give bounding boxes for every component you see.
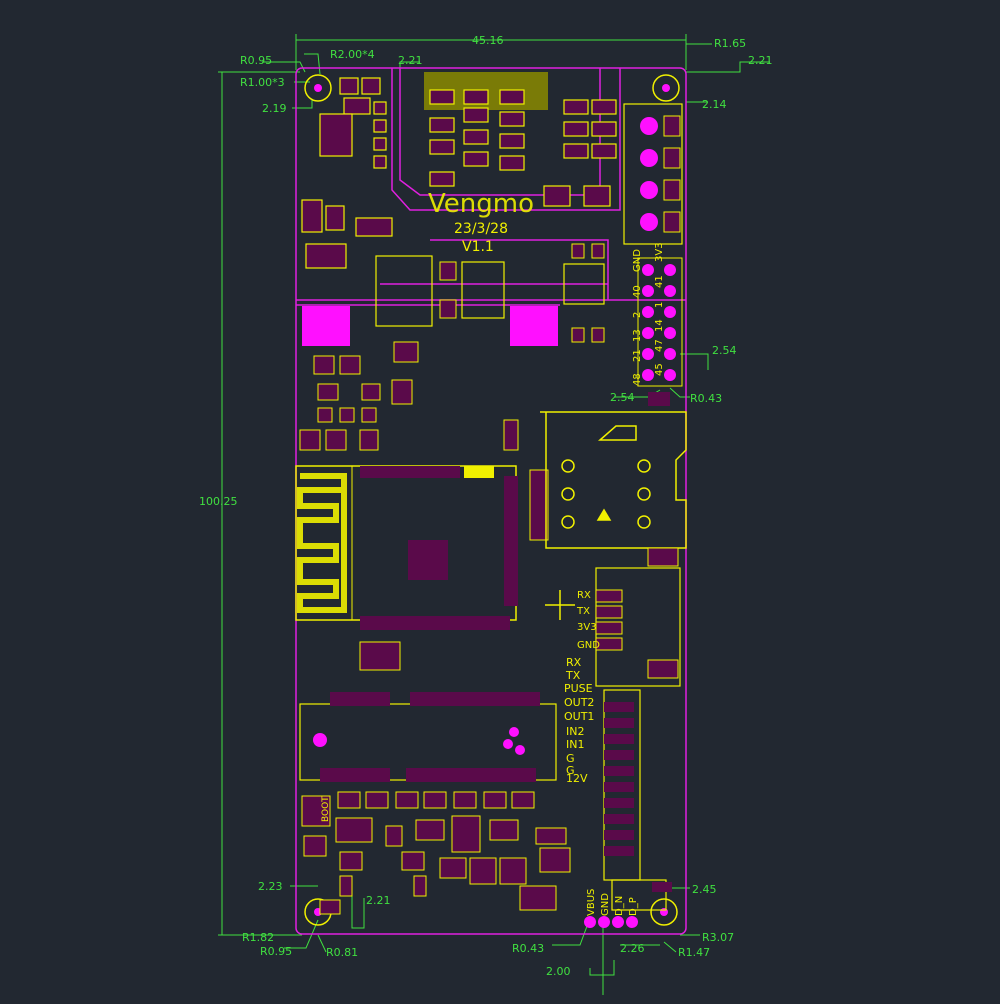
top-area: Vengmo 23/3/28 V1.1 — [424, 72, 617, 255]
conn-label-3: OUT2 — [564, 696, 594, 709]
hdr-label-b2: 1 — [654, 302, 665, 308]
dim-bl-pad: 2.21 — [366, 894, 391, 907]
dim-usb-drill: R0.43 — [512, 942, 544, 955]
conn-label-5: IN2 — [566, 725, 584, 738]
dim-br-pad: 2.26 — [620, 942, 645, 955]
dim-tl-side: 2.19 — [262, 102, 287, 115]
top-left-components — [301, 77, 393, 269]
dim-tr-top: 2.21 — [748, 54, 773, 67]
conn-label-7: G — [566, 752, 575, 765]
hdr-label-b3: 14 — [654, 319, 665, 332]
uart-label-0: RX — [577, 590, 591, 601]
conn-label-9: 12V — [566, 772, 588, 785]
hdr-label-b0: 3V3 — [654, 242, 665, 262]
uart-section: RX TX 3V3 GND — [545, 547, 681, 687]
dim-header-drill: R0.43 — [690, 392, 722, 405]
dim-r-mount-b: R1.00*3 — [240, 76, 285, 89]
hdr-label-5: 48 — [632, 373, 643, 386]
hdr-label-3: 13 — [632, 329, 643, 342]
pin-header: GND 40 2 13 21 48 3V3 41 1 14 47 45 — [632, 242, 683, 406]
uart-label-3: GND — [577, 640, 600, 651]
hdr-label-2: 2 — [632, 312, 643, 318]
mounting-holes — [304, 74, 680, 926]
silk-logo: Vengmo — [428, 189, 534, 219]
usb-label-0: VBUS — [586, 889, 597, 916]
conn-label-4: OUT1 — [564, 710, 594, 723]
main-connector: RX TX PUSE OUT2 OUT1 IN2 IN1 G G 12V — [564, 656, 641, 881]
connector-pins — [640, 115, 681, 233]
dimension-lines — [218, 34, 770, 995]
top-pads — [429, 89, 617, 207]
dim-header-v: 2.54 — [712, 344, 737, 357]
dim-r-mount-a: R2.00*4 — [330, 48, 375, 61]
dim-tl-top: 2.21 — [398, 54, 423, 67]
hdr-label-0: GND — [632, 249, 643, 272]
mount-hole-br — [650, 898, 678, 926]
dim-height: 100.25 — [199, 495, 238, 508]
right-connector-top — [623, 103, 683, 245]
hdr-label-b4: 47 — [654, 339, 665, 352]
dim-r-top-right: R1.65 — [714, 37, 746, 50]
usb-label-1: GND — [600, 893, 611, 916]
uart-label-2: 3V3 — [577, 622, 597, 633]
hdr-label-b1: 41 — [654, 275, 665, 288]
dim-tr-side: 2.14 — [702, 98, 727, 111]
dim-header-h: 2.54 — [610, 391, 635, 404]
silk-date: 23/3/28 — [454, 221, 508, 237]
dim-bl-a: R1.82 — [242, 931, 274, 944]
hdr-label-1: 40 — [632, 285, 643, 298]
esp-module — [295, 465, 549, 671]
hdr-label-4: 21 — [632, 349, 643, 362]
dimension-labels: 45.16 100.25 R0.95 R2.00*4 R1.00*3 2.21 … — [199, 34, 773, 978]
dim-br-b: R1.47 — [678, 946, 710, 959]
hdr-label-b5: 45 — [654, 363, 665, 376]
conn-label-0: RX — [566, 656, 582, 669]
dim-bl-side: 2.23 — [258, 880, 283, 893]
conn-label-1: TX — [565, 669, 581, 682]
usb-label-2: D_N — [614, 896, 625, 916]
dim-bl-c: R0.81 — [326, 946, 358, 959]
usb-pins: VBUS GND D_N D_P — [584, 879, 672, 928]
dim-r-top-left: R0.95 — [240, 54, 272, 67]
dim-width: 45.16 — [472, 34, 504, 47]
conn-label-8: G — [566, 764, 575, 777]
dim-usb-pitch: 2.00 — [546, 965, 571, 978]
dim-br-a: R3.07 — [702, 931, 734, 944]
silk-version: V1.1 — [462, 239, 494, 255]
bottom-components — [301, 791, 571, 915]
usb-label-3: D_P — [628, 897, 639, 916]
sd-card-slot — [540, 411, 687, 549]
mount-hole-tl — [304, 74, 332, 102]
dim-br-side: 2.45 — [692, 883, 717, 896]
relay-area — [299, 692, 557, 782]
conn-label-2: PUSE — [564, 682, 593, 695]
pcb-antenna — [297, 473, 347, 613]
mount-hole-tr — [652, 74, 680, 102]
uart-label-1: TX — [576, 606, 590, 617]
power-section — [299, 243, 605, 451]
silk-boot: BOOT — [321, 796, 331, 822]
dim-bl-b: R0.95 — [260, 945, 292, 958]
conn-label-6: IN1 — [566, 738, 584, 751]
